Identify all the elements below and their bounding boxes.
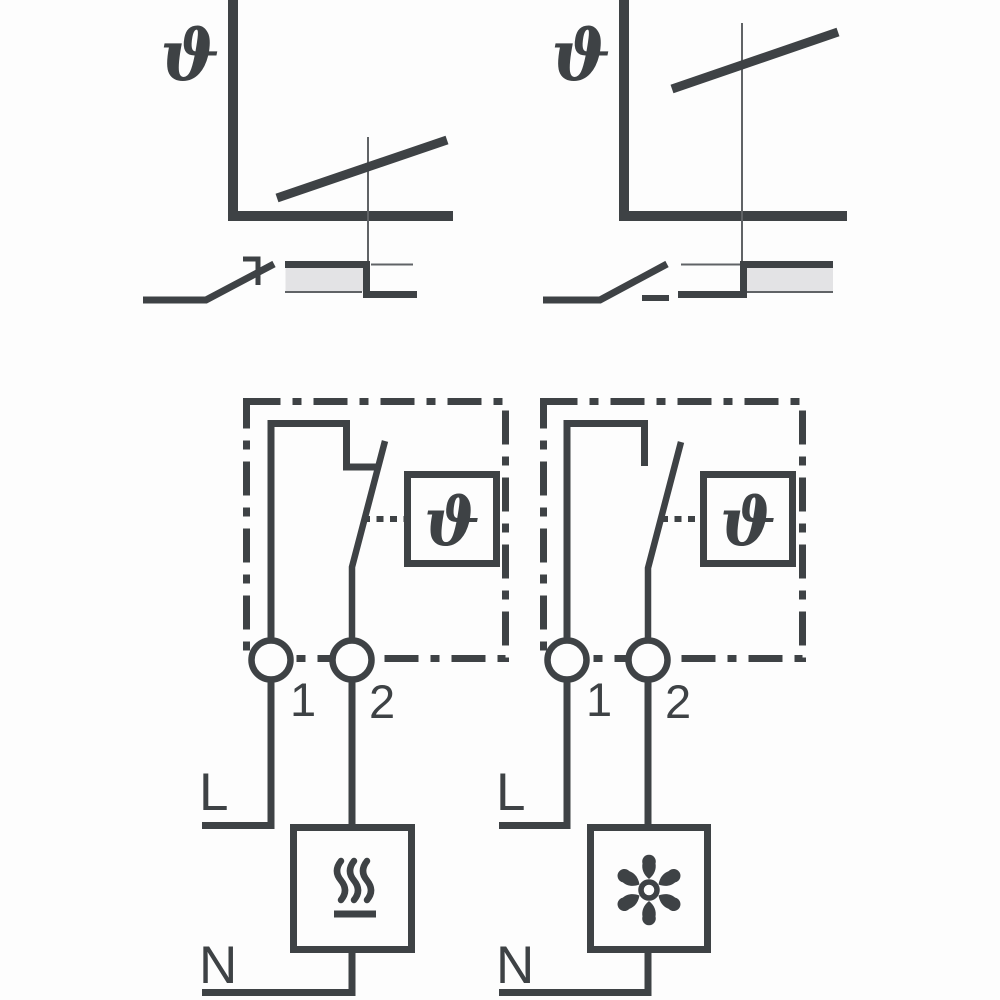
heating-neutral-label: N [199, 936, 237, 995]
fan-icon [617, 854, 681, 926]
heating-hysteresis-band [285, 265, 366, 292]
cooling-terminal-2-label: 2 [665, 675, 691, 728]
heating-device-boundary [243, 398, 509, 662]
fan-petal-6 [617, 868, 640, 886]
cooling-device-boundary [540, 398, 806, 662]
heating-characteristic-graph: ϑ [160, 0, 453, 298]
heating-fixed-contact-wire [267, 420, 377, 660]
cooling-graph-axes [619, 0, 847, 221]
cooling-sensor-label: ϑ [720, 483, 776, 561]
heating-circuit: ϑ 1 2 L N [199, 398, 509, 996]
heating-switch-blade [348, 440, 389, 660]
heat-wave-1 [333, 857, 349, 904]
heating-axis-label: ϑ [160, 14, 219, 97]
cooling-line-wire [499, 660, 571, 829]
fan-hub [638, 879, 660, 901]
heating-terminal-2-label: 2 [369, 675, 395, 728]
heating-sensor-label: ϑ [424, 483, 480, 561]
heating-graph-axes [228, 0, 453, 221]
heat-wave-3 [359, 857, 375, 904]
cooling-sensor-box [700, 471, 796, 567]
heating-terminal-1 [248, 637, 294, 683]
cooling-switch-lever [543, 260, 669, 304]
cooling-neutral-label: N [496, 936, 534, 995]
fan-petal-5 [617, 894, 640, 912]
cooling-switch-characteristic [543, 260, 833, 304]
cooling-terminal-1-label: 1 [586, 673, 612, 726]
heating-break-contact-mark [243, 256, 261, 285]
heating-terminal-1-label: 1 [290, 673, 316, 726]
cooling-circuit: ϑ 1 2 L N [496, 398, 806, 996]
cooling-line-label: L [496, 763, 525, 822]
cooling-state-trace [678, 261, 833, 298]
cooling-hysteresis-band [747, 265, 833, 292]
cooling-neutral-wire [499, 950, 652, 996]
cooling-temperature-curve [670, 27, 840, 94]
cooling-fixed-contact-wire [563, 420, 648, 660]
fan-load-box [587, 824, 711, 953]
heating-neutral-wire [202, 950, 356, 996]
cooling-switch-blade [644, 441, 685, 660]
heating-terminal-2 [329, 637, 375, 683]
heating-switch-characteristic [143, 256, 417, 304]
heating-element-icon [333, 857, 376, 918]
fan-petal-3 [658, 894, 681, 912]
heater-load-box [290, 824, 415, 953]
fan-petal-4 [642, 901, 656, 926]
fan-petal-1 [642, 854, 656, 879]
heating-state-trace [285, 261, 417, 298]
heat-wave-2 [346, 857, 362, 904]
heating-line-wire [202, 660, 275, 829]
fan-petal-2 [658, 868, 681, 886]
cooling-axis-label: ϑ [551, 14, 610, 97]
cooling-characteristic-graph: ϑ [551, 0, 847, 298]
heating-line-label: L [199, 763, 228, 822]
cooling-terminal-1 [544, 637, 590, 683]
heating-temperature-curve [275, 135, 449, 203]
heating-sensor-box [404, 471, 500, 567]
cooling-terminal-2 [625, 637, 671, 683]
heating-switch-lever [143, 260, 276, 304]
